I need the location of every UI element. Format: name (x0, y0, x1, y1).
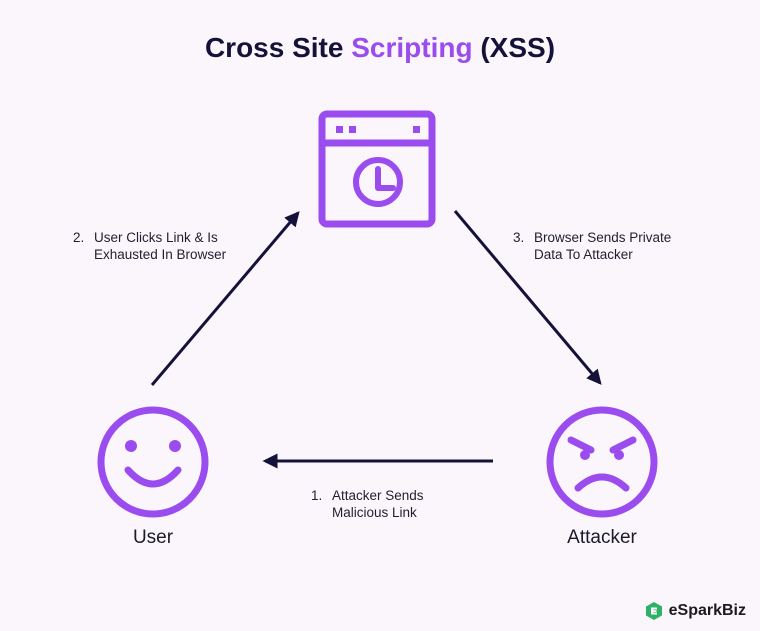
arrow-browser-to-attacker (453, 210, 602, 385)
esparkbiz-logo-icon (645, 602, 662, 620)
brand-name: eSparkBiz (668, 602, 746, 619)
step-1-number: 1. (311, 488, 323, 503)
angry-face-icon (546, 406, 658, 518)
diagram-title: Cross Site Scripting (XSS) (0, 32, 760, 64)
arrow-user-to-browser (150, 211, 300, 386)
title-accent: Scripting (351, 32, 473, 63)
step-2-label: 2. User Clicks Link & Is Exhausted In Br… (73, 229, 226, 263)
step-2-number: 2. (73, 230, 85, 245)
step-3-text: Browser Sends Private Data To Attacker (534, 230, 672, 262)
browser-window-icon (318, 110, 436, 228)
step-3-number: 3. (513, 230, 525, 245)
user-label: User (132, 527, 174, 548)
attacker-label: Attacker (567, 527, 637, 548)
step-1-label: 1. Attacker Sends Malicious Link (311, 487, 424, 521)
happy-face-icon (97, 406, 209, 518)
title-prefix: Cross Site (204, 32, 352, 63)
step-2-text: User Clicks Link & Is Exhausted In Brows… (94, 230, 227, 262)
title-suffix: (XSS) (472, 32, 556, 63)
step-3-label: 3. Browser Sends Private Data To Attacke… (513, 229, 671, 263)
brand-logo: eSparkBiz (645, 601, 746, 621)
step-1-text: Attacker Sends Malicious Link (332, 488, 424, 520)
